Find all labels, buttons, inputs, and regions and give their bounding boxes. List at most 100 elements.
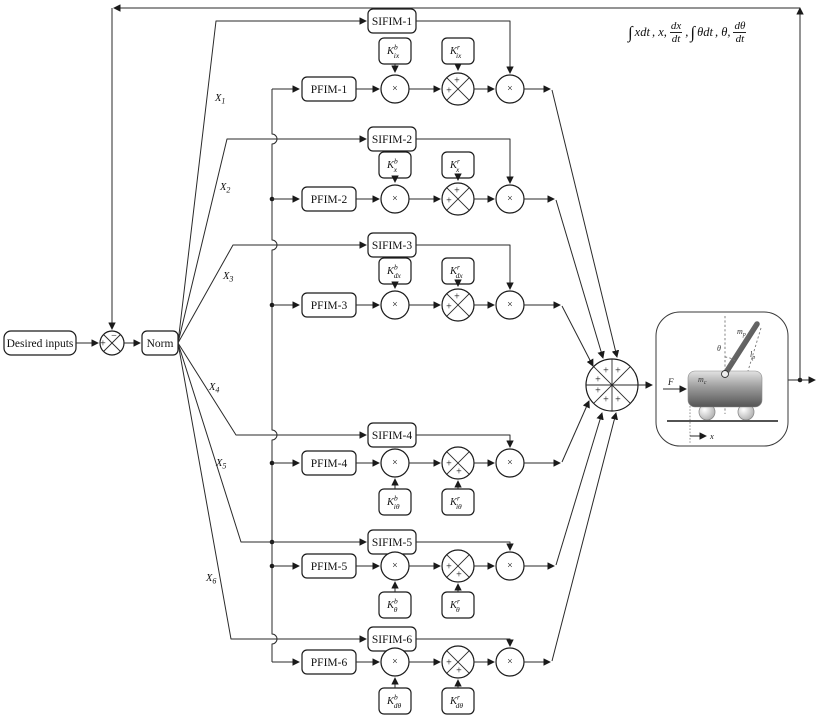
input-chain: Desired inputs + − Norm (3, 330, 179, 356)
integral-sign: ∫ (690, 23, 696, 43)
multiply-sign: × (507, 561, 513, 572)
formula-term: θdt (697, 25, 713, 40)
fraction-dx-dt: dx dt (669, 20, 683, 46)
sum-minus-sign: − (111, 331, 117, 342)
sum-divider (593, 366, 631, 404)
plus-sign: + (446, 302, 452, 313)
sifim-3-output (416, 244, 514, 290)
row-output-diagonal (555, 199, 605, 359)
cart-mass-label: mc (698, 375, 707, 386)
x6-fan-line (177, 342, 367, 643)
sifim-2-output (416, 138, 514, 184)
formula-term: , θ, (714, 25, 731, 40)
multiply-sign: × (392, 458, 398, 469)
force-label: F (667, 377, 674, 387)
multiply-sign: × (507, 84, 513, 95)
sifim-3-label: SIFIM-3 (372, 240, 413, 252)
final-summation-junction: + + + + + + (585, 358, 653, 412)
plus-sign: + (456, 467, 462, 478)
rod-length-label: lp (750, 350, 755, 361)
fraction-numerator: dθ (733, 20, 747, 34)
pfim-6-label: PFIM-6 (311, 657, 348, 669)
plus-sign: + (446, 459, 452, 470)
formula-term: , x, (651, 25, 667, 40)
plus-sign: + (446, 86, 452, 97)
multiply-sign: × (392, 84, 398, 95)
x2-label: X2 (219, 182, 230, 195)
plus-sign: + (454, 76, 460, 87)
x5-label: X5 (215, 458, 226, 471)
sifim-6-label: SIFIM-6 (372, 634, 413, 646)
plus-sign: + (454, 292, 460, 303)
feedback-signals-label: ∫ xdt , x, dx dt , ∫ θdt , θ, dθ dt (628, 20, 747, 45)
x1-label: X1 (214, 93, 225, 106)
angle-label: θ (717, 344, 721, 353)
x5-fan-line (177, 342, 367, 546)
adder-cross-line (446, 650, 470, 674)
multiply-sign: × (392, 561, 398, 572)
position-axis-label: x (709, 431, 714, 441)
formula-term: xdt (634, 25, 650, 40)
plus-sign: + (454, 186, 460, 197)
plus-sign: + (595, 375, 601, 386)
fraction-denominator: dt (735, 33, 745, 46)
multiply-sign: × (392, 657, 398, 668)
x1-fan-line (177, 17, 367, 344)
plus-sign: + (456, 666, 462, 677)
multiply-sign: × (507, 194, 513, 205)
multiply-sign: × (507, 657, 513, 668)
adder-cross-line (446, 77, 470, 101)
rod-length-measure-line (747, 327, 762, 372)
sifim-5-output (416, 541, 514, 551)
fraction-denominator: dt (671, 33, 681, 46)
plus-sign: + (603, 395, 609, 406)
angle-arc (724, 356, 736, 362)
sifim-2-label: SIFIM-2 (372, 134, 413, 146)
pfim-4-label: PFIM-4 (311, 458, 348, 470)
multiply-sign: × (507, 300, 513, 311)
x3-label: X3 (222, 271, 233, 284)
pfim-3-label: PFIM-3 (311, 300, 348, 312)
pendulum-pivot (721, 370, 729, 378)
pfim-5-label: PFIM-5 (311, 561, 348, 573)
pendulum-mass-label: mp (737, 327, 746, 338)
sifim-6-output (416, 638, 514, 647)
multiply-sign: × (392, 194, 398, 205)
row-output-diagonal (561, 400, 590, 463)
plus-sign: + (446, 562, 452, 573)
multiply-sign: × (392, 300, 398, 311)
desired-inputs-label: Desired inputs (7, 338, 74, 350)
pendulum-rod (722, 321, 760, 377)
adder-cross-line (446, 554, 470, 578)
multiply-sign: × (507, 458, 513, 469)
plus-sign: + (615, 395, 621, 406)
pfim-input-bus (269, 85, 300, 666)
adder-cross-line (446, 451, 470, 475)
plus-sign: + (603, 366, 609, 377)
integral-sign: ∫ (628, 23, 633, 43)
sum-cross-line (103, 334, 121, 352)
adder-cross-line (446, 187, 470, 211)
plus-sign: + (615, 366, 621, 377)
x6-label: X6 (205, 573, 216, 586)
row-output-diagonal (551, 412, 618, 662)
row-output-diagonal (561, 305, 594, 367)
sifim-1-label: SIFIM-1 (372, 16, 413, 28)
